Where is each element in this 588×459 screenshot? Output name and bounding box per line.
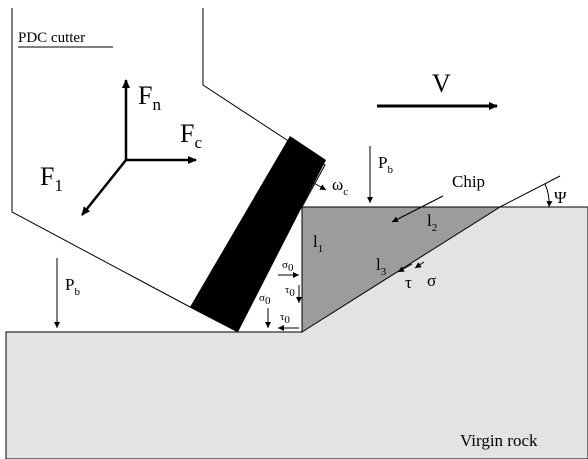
- tau-label: τ: [405, 273, 412, 292]
- tau0-lower-label: τ0: [280, 311, 290, 326]
- tau0-upper-label: τ0: [285, 284, 295, 299]
- pressure-left-label: Pb: [65, 275, 80, 298]
- tau-arrow: [397, 263, 413, 273]
- force-cutting-label: Fc: [180, 119, 202, 152]
- force-resultant-label: F1: [40, 162, 63, 195]
- psi-arc: [544, 183, 553, 208]
- psi-label: Ψ: [554, 188, 567, 207]
- rock-label: Virgin rock: [460, 431, 538, 450]
- sigma0-upper-label: σ0: [282, 259, 294, 274]
- chip-top-extension: [499, 175, 561, 208]
- cutter-title: PDC cutter: [18, 30, 85, 46]
- pdc-diamond-layer: [190, 136, 326, 332]
- sigma-label: σ: [427, 271, 436, 290]
- sigma-arrow: [414, 261, 425, 269]
- length-l2-label: l2: [427, 211, 437, 234]
- pressure-right-label: Pb: [378, 153, 393, 176]
- length-l1-label: l1: [313, 232, 323, 255]
- omega-label: ωc: [332, 175, 348, 198]
- sigma0-lower-label: σ0: [259, 292, 271, 307]
- length-l3-label: l3: [376, 255, 387, 278]
- force-normal-label: Fn: [138, 81, 161, 114]
- chip-pointer-arrow: [391, 195, 444, 223]
- velocity-label: V: [432, 69, 451, 98]
- omega-tick: [313, 182, 327, 191]
- chip-label: Chip: [452, 172, 485, 191]
- force-resultant-arrow: [81, 159, 127, 216]
